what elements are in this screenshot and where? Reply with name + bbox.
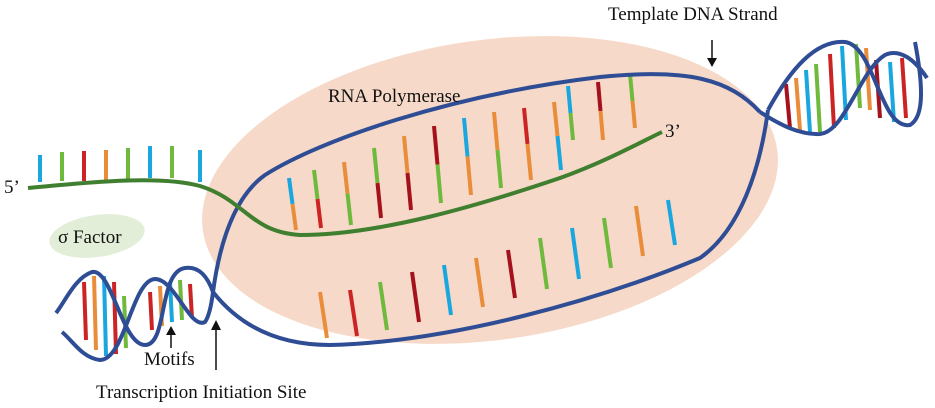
helix-base <box>188 283 194 319</box>
template-base-lower <box>345 193 353 226</box>
coding-base <box>318 291 329 339</box>
five-prime-label: 5’ <box>4 177 20 198</box>
template-base-upper <box>522 107 530 145</box>
coding-base <box>634 205 645 257</box>
template-base-upper <box>432 125 440 165</box>
coding-base <box>474 257 485 308</box>
template-base-upper <box>287 177 295 205</box>
motifs-arrow-head <box>166 326 176 335</box>
template-dna-strand-label: Template DNA Strand <box>608 4 778 25</box>
helix-base <box>814 63 822 133</box>
rna-transcript-bases <box>38 146 677 339</box>
initiation-arrow-head <box>211 320 221 330</box>
template-dna-strand <box>211 72 762 293</box>
helix-base <box>92 275 98 351</box>
coding-base <box>348 289 359 337</box>
helix-base <box>794 77 802 131</box>
helix-base <box>888 61 896 123</box>
helix-base <box>102 275 108 357</box>
template-base-lower <box>630 100 637 129</box>
coding-dna-strand <box>211 109 770 348</box>
template-base-lower <box>525 143 533 181</box>
motifs-label: Motifs <box>144 349 195 370</box>
helix-base <box>864 47 872 111</box>
coding-base <box>442 264 453 316</box>
template-base-lower <box>495 149 503 189</box>
helix-base <box>148 291 154 331</box>
transcription-initiation-site-label: Transcription Initiation Site <box>96 382 306 403</box>
template-base-upper <box>312 169 320 200</box>
coding-base <box>506 249 517 299</box>
coding-base <box>570 227 581 280</box>
helix-base <box>854 43 862 109</box>
sigma-factor-label: σ Factor <box>58 227 122 248</box>
template-arrow-head <box>707 58 717 67</box>
template-base-lower <box>555 135 563 171</box>
template-base-lower <box>290 203 298 231</box>
helix-base <box>784 83 792 129</box>
rna-polymerase-label: RNA Polymerase <box>328 86 460 107</box>
right-helix-backbone-b <box>758 51 929 137</box>
right-helix-bases <box>784 43 908 133</box>
three-prime-label: 3’ <box>665 121 681 142</box>
template-base-lower <box>375 182 383 219</box>
template-base-lower <box>465 156 473 196</box>
rna-strand <box>27 130 663 238</box>
coding-base <box>410 271 421 323</box>
helix-base <box>82 281 88 341</box>
coding-base <box>538 237 549 290</box>
template-strand-bases <box>287 73 637 231</box>
template-base-upper <box>552 101 560 137</box>
coding-base <box>666 199 677 246</box>
template-base-lower <box>315 198 323 229</box>
template-base-upper <box>566 85 573 114</box>
template-base-upper <box>596 81 603 112</box>
template-base-upper <box>462 117 470 157</box>
template-base-lower <box>568 112 575 141</box>
template-base-lower <box>405 172 413 211</box>
coding-base <box>378 281 389 331</box>
left-helix-backbone-b <box>60 276 215 363</box>
template-base-upper <box>402 135 410 174</box>
template-base-upper <box>342 161 350 194</box>
right-helix-backbone-a <box>766 39 924 128</box>
sigma-factor-body <box>49 214 145 258</box>
template-base-upper <box>628 73 635 102</box>
template-base-upper <box>372 147 380 184</box>
pointer-arrows <box>166 40 717 370</box>
helix-base <box>900 57 908 119</box>
template-base-upper <box>492 111 500 151</box>
template-base-lower <box>598 110 605 141</box>
template-base-lower <box>435 164 443 204</box>
coding-base <box>602 217 613 269</box>
left-helix-backbone-a <box>54 265 215 348</box>
helix-base <box>804 69 812 133</box>
helix-base <box>828 53 836 129</box>
helix-base <box>112 281 118 355</box>
